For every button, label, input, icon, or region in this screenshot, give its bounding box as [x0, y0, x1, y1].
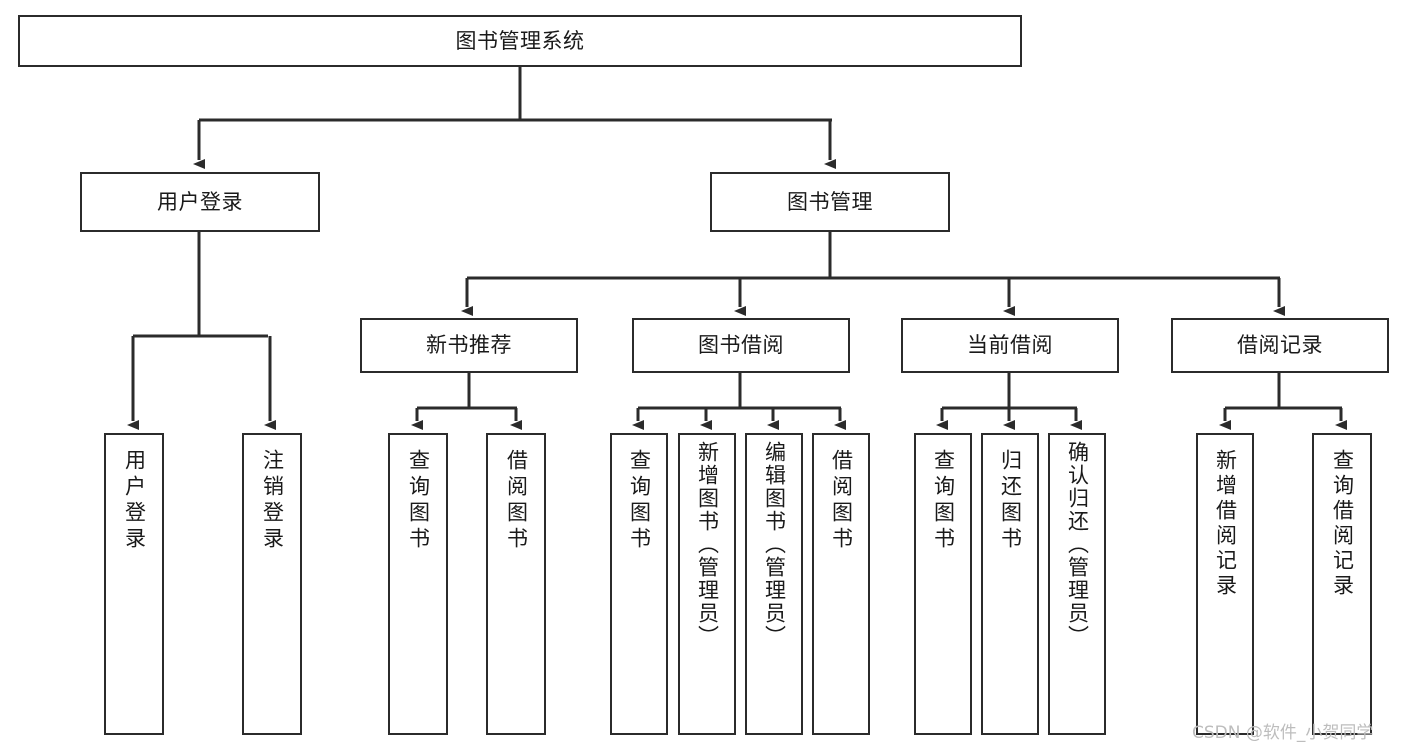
node-leaf-add-book[interactable]: 新增图书（管理员）	[678, 433, 736, 735]
node-current-borrow-label: 当前借阅	[967, 333, 1053, 358]
node-book-borrow[interactable]: 图书借阅	[632, 318, 850, 373]
node-leaf-query-record[interactable]: 查询借阅记录	[1312, 433, 1372, 735]
node-leaf-confirm-return[interactable]: 确认归还（管理员）	[1048, 433, 1106, 735]
node-new-book-rec[interactable]: 新书推荐	[360, 318, 578, 373]
node-leaf-query-book-1-label: 查询图书	[406, 449, 431, 553]
node-leaf-edit-book[interactable]: 编辑图书（管理员）	[745, 433, 803, 735]
node-leaf-edit-book-label: 编辑图书（管理员）	[762, 441, 787, 648]
node-root-label: 图书管理系统	[455, 28, 585, 53]
node-leaf-user-login[interactable]: 用户登录	[104, 433, 164, 735]
node-leaf-query-book-1[interactable]: 查询图书	[388, 433, 448, 735]
node-leaf-confirm-return-label: 确认归还（管理员）	[1065, 441, 1090, 648]
node-borrow-record-label: 借阅记录	[1237, 333, 1323, 358]
node-leaf-logout[interactable]: 注销登录	[242, 433, 302, 735]
node-leaf-logout-label: 注销登录	[260, 449, 285, 553]
node-root[interactable]: 图书管理系统	[18, 15, 1022, 67]
node-book-borrow-label: 图书借阅	[698, 333, 784, 358]
node-borrow-record[interactable]: 借阅记录	[1171, 318, 1389, 373]
node-leaf-borrow-book-2-label: 借阅图书	[829, 449, 854, 553]
csdn-watermark: CSDN @软件_小贺同学	[1192, 723, 1374, 743]
node-leaf-query-record-label: 查询借阅记录	[1330, 449, 1355, 599]
node-leaf-return-book[interactable]: 归还图书	[981, 433, 1039, 735]
node-leaf-user-login-label: 用户登录	[122, 449, 147, 553]
node-leaf-add-book-label: 新增图书（管理员）	[695, 441, 720, 648]
node-leaf-query-book-2-label: 查询图书	[627, 449, 652, 553]
node-current-borrow[interactable]: 当前借阅	[901, 318, 1119, 373]
node-leaf-add-record[interactable]: 新增借阅记录	[1196, 433, 1254, 735]
node-user-login[interactable]: 用户登录	[80, 172, 320, 232]
node-leaf-add-record-label: 新增借阅记录	[1213, 449, 1238, 599]
node-book-manage-label: 图书管理	[787, 189, 873, 214]
node-leaf-query-book-3-label: 查询图书	[931, 449, 956, 553]
node-new-book-rec-label: 新书推荐	[426, 333, 512, 358]
node-leaf-return-book-label: 归还图书	[998, 449, 1023, 553]
node-book-manage[interactable]: 图书管理	[710, 172, 950, 232]
node-leaf-borrow-book-2[interactable]: 借阅图书	[812, 433, 870, 735]
node-leaf-query-book-2[interactable]: 查询图书	[610, 433, 668, 735]
node-user-login-label: 用户登录	[157, 189, 243, 214]
node-leaf-borrow-book-1-label: 借阅图书	[504, 449, 529, 553]
node-leaf-query-book-3[interactable]: 查询图书	[914, 433, 972, 735]
node-leaf-borrow-book-1[interactable]: 借阅图书	[486, 433, 546, 735]
